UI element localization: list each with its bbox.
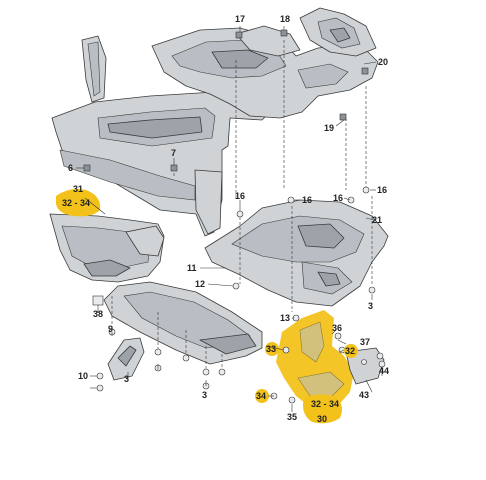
bracket-10 [107,337,145,381]
callout-3-left-a: 3 [124,374,129,384]
bracket-43 [345,347,385,385]
callout-21: 21 [372,215,382,225]
right-wheelarch-shield [276,310,354,410]
assembly-lines [111,40,373,370]
callout-3-right: 3 [368,301,373,311]
callout-3-left-b: 3 [202,390,207,400]
front-subframe [151,7,379,119]
callout-17: 17 [235,14,245,24]
highlight-markers [56,188,358,424]
callout-32: 32 [345,346,355,356]
lock-carrier-frame [51,35,271,237]
callout-11: 11 [187,263,197,273]
callout-9: 9 [108,324,113,334]
callout-10: 10 [78,371,88,381]
callout-13: 13 [280,313,290,323]
left-engine-cover-shield [49,213,165,283]
callout-20: 20 [378,57,388,67]
callout-33: 33 [266,344,276,354]
callout-labels: 17 18 20 19 7 6 31 32 - 34 16 16 16 16 2… [62,14,389,424]
callout-16-c: 16 [333,193,343,203]
callout-35: 35 [287,412,297,422]
callout-6: 6 [68,163,73,173]
callout-43: 43 [359,390,369,400]
rear-underbody-panel [204,199,389,307]
leader-lines [76,26,383,412]
callout-30: 30 [317,414,327,424]
callout-38: 38 [93,309,103,319]
callout-16-d: 16 [377,185,387,195]
callout-44: 44 [379,366,389,376]
callout-32-34-left: 32 - 34 [62,198,90,208]
callout-31: 31 [73,184,83,194]
callout-36: 36 [332,323,342,333]
callout-12: 12 [195,279,205,289]
front-underbody-panel [103,281,263,365]
callout-32-34-right: 32 - 34 [311,399,339,409]
callout-34: 34 [256,391,266,401]
callout-37: 37 [360,337,370,347]
bolt-38 [92,295,104,313]
fasteners [83,29,386,404]
callout-16-b: 16 [302,195,312,205]
callout-18: 18 [280,14,290,24]
callout-19: 19 [324,123,334,133]
callout-16-a: 16 [235,191,245,201]
callout-7: 7 [171,148,176,158]
